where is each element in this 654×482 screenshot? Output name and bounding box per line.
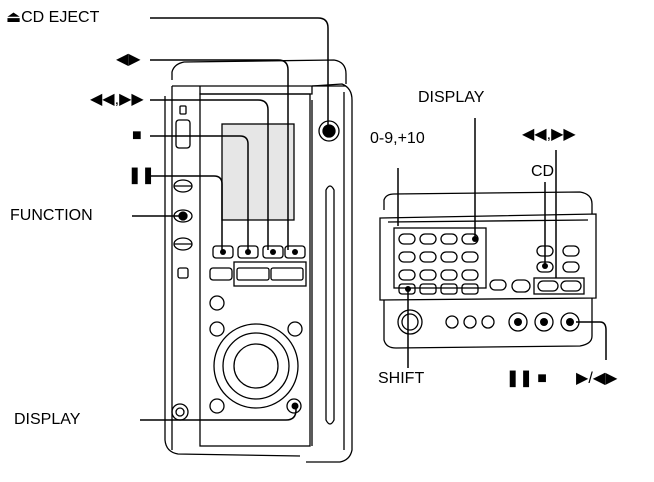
- cd-eject-text: CD EJECT: [21, 9, 100, 26]
- comma-text: ,: [546, 126, 552, 143]
- cd-label: CD: [531, 163, 555, 180]
- stop-icon: ■: [132, 127, 142, 144]
- shift-label: SHIFT: [378, 370, 425, 387]
- function-label: FUNCTION: [10, 207, 93, 224]
- rewind-icon: ◀◀: [522, 126, 547, 143]
- cd-eject-label: ⏏CD EJECT: [6, 9, 99, 27]
- play-icon: ▶: [576, 370, 589, 387]
- play-reverse-icon: ◀▶: [116, 51, 141, 68]
- fast-forward-icon: ▶▶: [119, 91, 144, 108]
- eject-icon: ⏏: [6, 9, 22, 26]
- rewind-icon: ◀◀: [90, 91, 115, 108]
- stop-icon: ■: [537, 370, 547, 387]
- stop-label: ■: [132, 127, 142, 145]
- rewind-ff-label: ◀◀,▶▶: [90, 91, 144, 109]
- digits-label: 0-9,+10: [370, 130, 425, 147]
- main-unit: [164, 59, 353, 463]
- remote-rewind-ff-label: ◀◀,▶▶: [522, 126, 576, 144]
- remote-control: [379, 191, 597, 349]
- slash-text: /: [588, 370, 593, 387]
- play-reverse-label: ◀▶: [116, 51, 141, 69]
- display-main-label: DISPLAY: [14, 411, 81, 428]
- comma-text: ,: [114, 91, 120, 108]
- play-reverse-icon: ◀▶: [592, 370, 618, 387]
- pause-label: ❚❚: [128, 167, 155, 185]
- pause-icon: ❚❚: [128, 167, 155, 184]
- leader-lines: [132, 17, 607, 421]
- play-label: ▶/◀▶: [576, 370, 617, 388]
- fast-forward-icon: ▶▶: [551, 126, 576, 143]
- display-remote-label: DISPLAY: [418, 89, 485, 106]
- pause-stop-label: ❚❚ ■: [506, 370, 547, 388]
- pause-icon: ❚❚: [506, 370, 533, 387]
